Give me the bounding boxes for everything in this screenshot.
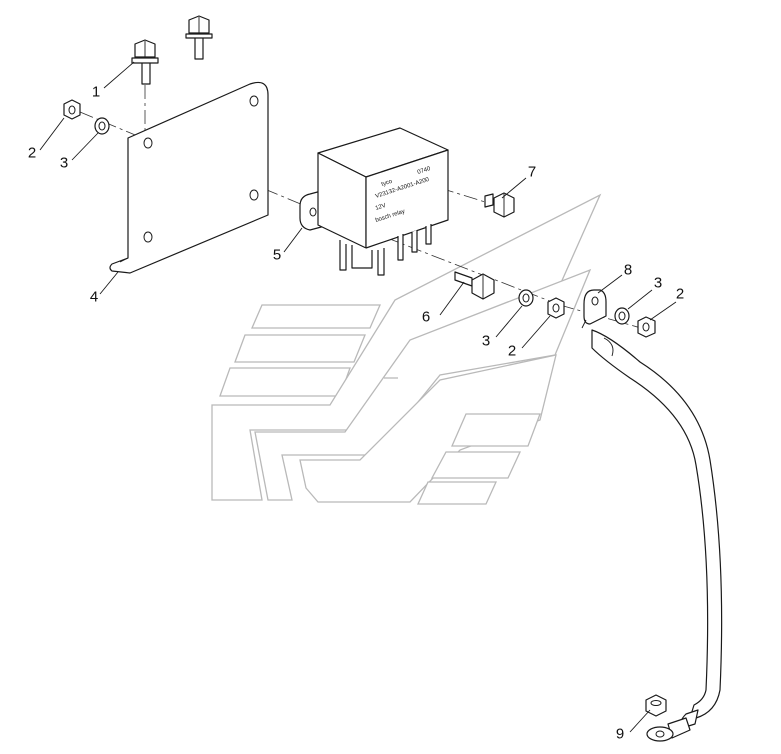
nut-icon: [63, 99, 81, 120]
bracket-icon: [109, 81, 269, 274]
relay-code-label: 0740: [417, 166, 432, 176]
callout-3-center: 3: [482, 333, 490, 350]
washer-icon: [518, 289, 534, 307]
callout-4: 4: [90, 289, 98, 306]
bolt-icon: [131, 15, 213, 85]
nut-icon: [637, 316, 656, 338]
relay-icon: tyco 0740 V23132-A2001-A200 12V bosch re…: [299, 127, 449, 276]
leader-lines: [39, 61, 677, 733]
relay-brand-label: tyco: [381, 179, 394, 188]
callout-3-left: 3: [60, 155, 68, 172]
callout-8: 8: [624, 262, 632, 279]
callout-2-right: 2: [676, 286, 684, 303]
callout-labels: 1 2 3 4 5 6 7 8 3 2 3 2 9: [28, 84, 684, 743]
callout-6: 6: [422, 309, 430, 326]
washer-icon: [614, 307, 630, 325]
callout-5: 5: [273, 247, 281, 264]
callout-2-center: 2: [508, 343, 516, 360]
relay-voltage-label: 12V: [375, 203, 387, 212]
nut-icon: [645, 694, 667, 717]
washer-icon: [94, 117, 110, 135]
nut-icon: [547, 297, 565, 319]
bolt-icon: [454, 271, 495, 300]
bolt-icon: [484, 192, 515, 218]
cable-icon: [581, 289, 723, 742]
callout-9: 9: [616, 726, 624, 743]
callout-3-right: 3: [654, 275, 662, 292]
watermark-logo: [211, 193, 602, 505]
callout-1: 1: [92, 84, 100, 101]
callout-7: 7: [528, 164, 536, 181]
callout-2-left: 2: [28, 145, 36, 162]
